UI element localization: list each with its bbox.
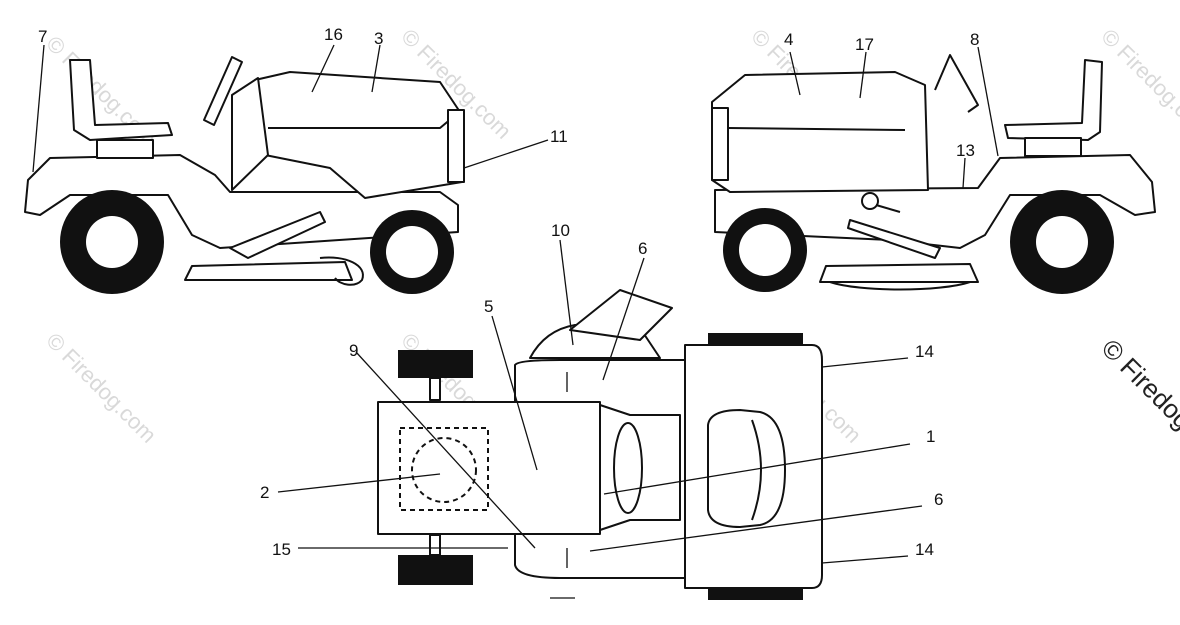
leader-line-3: [371, 44, 381, 93]
callout-5: 5: [484, 297, 493, 316]
axle-top: [429, 377, 441, 401]
tractor-top-view: [377, 289, 823, 600]
axle-bottom: [429, 534, 441, 556]
front-hub-right: [739, 224, 791, 276]
callout-11: 11: [550, 127, 568, 146]
watermark-corner-text: © Firedog: [1096, 333, 1180, 435]
callout-6-bottom: 6: [934, 490, 943, 509]
leader-line-10: [559, 239, 574, 346]
hood-line: [727, 127, 906, 131]
grille: [447, 109, 465, 183]
steering-wheel: [203, 56, 243, 126]
leader-line-14-top: [821, 357, 909, 368]
foot-pedal: [847, 219, 941, 259]
leader-line-14-bottom: [821, 555, 909, 564]
leader-line-6-top: [602, 257, 645, 381]
hood: [254, 71, 463, 199]
tractor-left-view: [24, 56, 465, 294]
callout-14-top: 14: [915, 342, 934, 361]
leader-line-17: [859, 51, 867, 99]
leader-line-7: [32, 44, 45, 173]
rear-tire-bottom: [708, 588, 803, 600]
seat-base: [96, 139, 154, 159]
seat-base: [1024, 137, 1082, 157]
callout-15: 15: [272, 540, 291, 559]
deck-chute: [319, 256, 364, 286]
leader-line-4: [789, 51, 801, 96]
rear-hub-right: [1036, 216, 1088, 268]
callout-9: 9: [349, 341, 358, 360]
leader-line-8: [977, 46, 999, 157]
seat-top: [707, 409, 786, 528]
front-tire-top: [398, 350, 473, 378]
callout-17: 17: [855, 35, 874, 54]
leader-line-11: [463, 139, 549, 169]
seat: [69, 59, 173, 141]
rear-tire-top: [708, 333, 803, 345]
callout-14-bottom: 14: [915, 540, 934, 559]
foot-pedal: [229, 211, 326, 259]
deck-skirt: [829, 281, 971, 291]
front-hub-left: [386, 226, 438, 278]
watermark-text: © Firedog.com: [41, 328, 161, 448]
mower-deck: [184, 261, 353, 281]
callout-8: 8: [970, 30, 979, 49]
steering-wheel: [934, 54, 979, 113]
callout-numbers: 7 16 3 11 4 17 8 13 10 6 5 9 2 15 1 6 14…: [38, 25, 979, 559]
callout-4: 4: [784, 30, 793, 49]
leader-line-9: [355, 351, 536, 549]
engine-cylinder: [411, 437, 477, 503]
hood: [711, 71, 929, 193]
leader-line-5: [491, 315, 538, 471]
callout-10: 10: [551, 221, 570, 240]
mower-deck: [819, 263, 979, 283]
steering-wheel-top: [613, 422, 643, 514]
leader-line-13: [962, 157, 966, 189]
engine-outline: [399, 427, 489, 511]
leader-line-2: [277, 473, 441, 493]
callout-6-top: 6: [638, 239, 647, 258]
dash: [231, 77, 269, 191]
fuel-cap-handle: [875, 204, 901, 213]
front-tire-bottom: [398, 555, 473, 585]
seat: [1004, 59, 1103, 141]
tractor-right-view: [711, 54, 1156, 294]
rear-hub-left: [86, 216, 138, 268]
discharge-chute: [569, 289, 673, 341]
callout-3: 3: [374, 29, 383, 48]
fuel-cap: [861, 192, 879, 210]
leader-lines: [32, 44, 999, 564]
seat-back-line: [751, 419, 762, 521]
callout-7: 7: [38, 27, 47, 46]
leader-line-6-bottom: [589, 505, 923, 552]
callout-1: 1: [926, 427, 935, 446]
callout-2: 2: [260, 483, 269, 502]
callout-13: 13: [956, 141, 975, 160]
grille: [711, 107, 729, 181]
watermark-text: © Firedog.com: [1096, 24, 1180, 144]
leader-line-1: [603, 443, 911, 495]
callout-16: 16: [324, 25, 343, 44]
leader-line-16: [311, 44, 335, 93]
